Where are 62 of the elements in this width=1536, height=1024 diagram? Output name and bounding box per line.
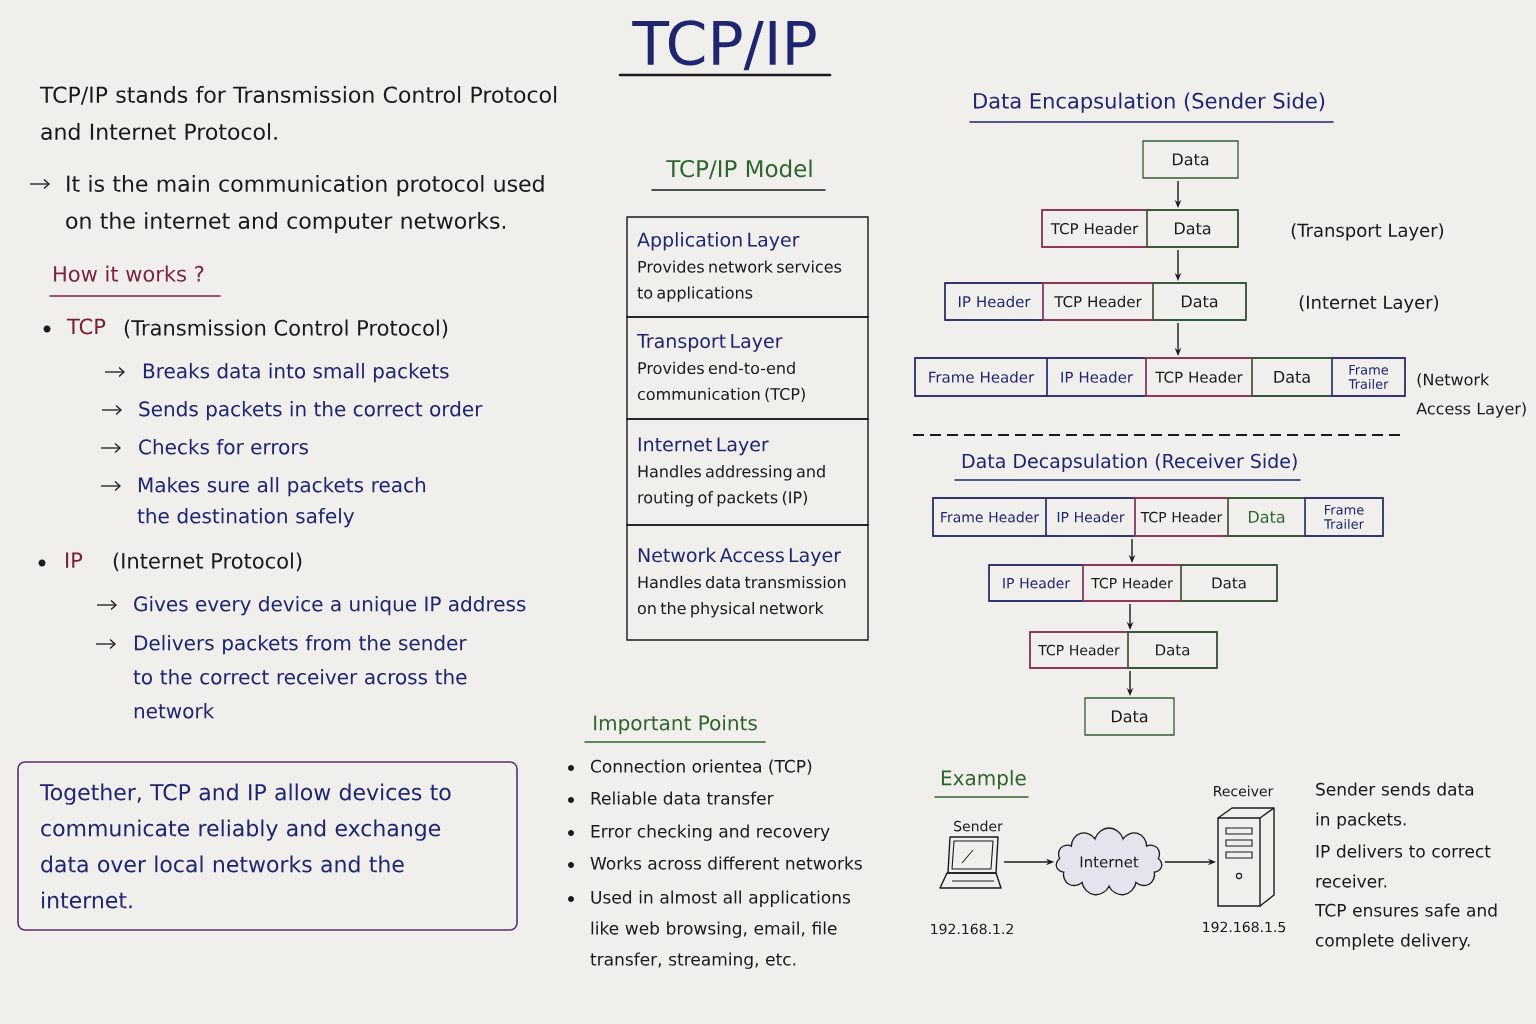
device-label: Receiver bbox=[1214, 785, 1274, 797]
layer-note: (Transport Layer) bbox=[1291, 223, 1444, 241]
packet-cell: Data bbox=[1127, 631, 1218, 669]
packet-cell: TCP Header bbox=[1134, 497, 1229, 537]
section-heading: Important Points bbox=[594, 715, 757, 735]
section-heading: How it works ? bbox=[54, 265, 204, 282]
ip-address: 192.168.1.5 bbox=[1203, 921, 1286, 933]
packet-cell: TCP Header bbox=[1082, 564, 1182, 602]
list-item: Connection orientea (TCP) bbox=[590, 759, 812, 775]
paragraph: TCP/IP stands for Transmission Control Protocol and Internet Protocol. bbox=[39, 86, 557, 140]
list-item: Gives every device a unique IP address bbox=[134, 596, 526, 616]
packet-cell: TCP Header bbox=[1145, 357, 1253, 397]
ip-address: 192.168.1.2 bbox=[931, 923, 1013, 935]
note-text: IP delivers to correct receiver. bbox=[1316, 844, 1491, 888]
list-item: Reliable data transfer bbox=[591, 791, 774, 805]
packet-cell: Data bbox=[1227, 497, 1306, 537]
layer-box: Application Layer Provides network services to applications bbox=[626, 216, 869, 318]
layer-box: Network Access Layer Handles data transmission on the physical network bbox=[626, 524, 869, 641]
list-item: Sends packets in the correct order bbox=[139, 401, 483, 421]
packet-cell: Data bbox=[1152, 282, 1247, 321]
packet-cell: IP Header bbox=[988, 564, 1084, 602]
list-item: Works across different networks bbox=[590, 856, 862, 870]
packet-cell: TCP Header bbox=[1042, 282, 1154, 321]
data-box: Data bbox=[1084, 697, 1175, 736]
list-heading: IP bbox=[66, 552, 83, 568]
section-heading: Data Encapsulation (Sender Side) bbox=[974, 92, 1325, 113]
list-item: Used in almost all applications like web browsing, email, file transfer, streaming, etc. bbox=[590, 890, 851, 969]
packet-cell: Frame Header bbox=[932, 497, 1047, 537]
section-heading: TCP/IP Model bbox=[666, 159, 812, 180]
list-heading: (Transmission Control Protocol) bbox=[124, 319, 448, 339]
layer-note: (Network Access Layer) bbox=[1416, 373, 1526, 418]
list-heading: (Internet Protocol) bbox=[113, 552, 302, 572]
packet-cell: TCP Header bbox=[1029, 631, 1129, 669]
section-heading: Data Decapsulation (Receiver Side) bbox=[962, 453, 1297, 472]
note-text: TCP ensures safe and complete delivery. bbox=[1314, 903, 1497, 950]
summary-box: Together, TCP and IP allow devices to communicate reliably and exchange data over local networks and the internet. bbox=[17, 761, 518, 931]
packet-cell: IP Header bbox=[944, 282, 1044, 321]
list-item: Error checking and recovery bbox=[591, 824, 830, 841]
packet-cell: IP Header bbox=[1045, 497, 1136, 537]
packet-cell: Data bbox=[1180, 564, 1278, 602]
layer-note: (Internet Layer) bbox=[1299, 295, 1439, 313]
packet-cell: Frame Header bbox=[914, 357, 1048, 397]
layer-box: Transport Layer Provides end-to-end communication (TCP) bbox=[626, 316, 869, 420]
device-label: Sender bbox=[954, 820, 1003, 832]
list-item: Delivers packets from the sender to the correct receiver across the network bbox=[133, 635, 467, 719]
list-item: Breaks data into small packets bbox=[143, 363, 449, 383]
packet-cell: Frame Trailer bbox=[1304, 497, 1384, 537]
paragraph: It is the main communication protocol used on the internet and computer networks. bbox=[66, 175, 544, 234]
packet-cell: Data bbox=[1146, 209, 1239, 248]
note-text: Sender sends data in packets. bbox=[1316, 782, 1474, 829]
packet-cell: IP Header bbox=[1046, 357, 1147, 397]
list-item: Makes sure all packets reach the destination safely bbox=[137, 477, 426, 528]
internet-cloud: Internet bbox=[1055, 827, 1163, 896]
list-heading: TCP bbox=[66, 318, 106, 335]
packet-cell: Data bbox=[1251, 357, 1333, 397]
packet-cell: Frame Trailer bbox=[1331, 357, 1406, 397]
packet-cell: TCP Header bbox=[1041, 209, 1148, 248]
page-title: TCP/IP bbox=[632, 20, 816, 71]
list-item: Checks for errors bbox=[139, 439, 309, 455]
section-heading: Example bbox=[941, 770, 1026, 790]
data-box: Data bbox=[1142, 140, 1239, 179]
layer-box: Internet Layer Handles addressing and routing of packets (IP) bbox=[626, 418, 869, 526]
